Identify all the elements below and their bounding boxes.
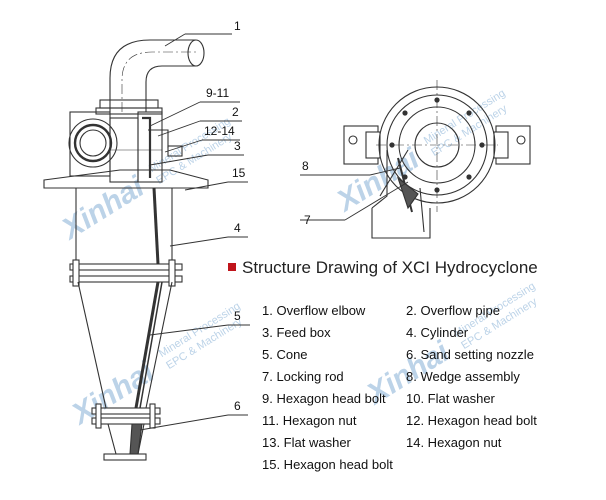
lower-flange [91, 403, 161, 429]
legend-item: 5. Cone [262, 347, 308, 362]
legend-item: 3. Feed box [262, 325, 331, 340]
legend-item: 15. Hexagon head bolt [262, 457, 393, 472]
watermark-3: Xinhai Mineral Processing EPC & Machiner… [65, 300, 245, 432]
callout-15: 15 [232, 166, 246, 180]
cone [77, 281, 173, 409]
legend-item: 2. Overflow pipe [406, 303, 500, 318]
watermark-brand: Xinhai [65, 355, 161, 432]
legend-item: 7. Locking rod [262, 369, 344, 384]
diagram-title: Structure Drawing of XCI Hydrocyclone [228, 258, 538, 278]
sand-nozzle [103, 423, 147, 461]
callout-4: 4 [234, 221, 241, 235]
legend-item: 12. Hexagon head bolt [406, 413, 537, 428]
legend-item: 11. Hexagon nut [262, 413, 357, 428]
callout-5: 5 [234, 309, 241, 323]
top-view [343, 80, 531, 239]
legend-item: 14. Hexagon nut [406, 435, 502, 450]
legend-item: 1. Overflow elbow [262, 303, 366, 318]
callout-1: 1 [234, 19, 241, 33]
parts-legend: 1. Overflow elbow 2. Overflow pipe 3. Fe… [262, 302, 602, 473]
overflow-elbow [95, 39, 205, 115]
legend-item: 8. Wedge assembly [406, 369, 520, 384]
callout-8: 8 [302, 159, 309, 173]
legend-item: 6. Sand setting nozzle [406, 347, 534, 362]
callout-9-11: 9-11 [206, 86, 229, 100]
callout-2: 2 [232, 105, 239, 119]
middle-flange [69, 259, 183, 287]
side-view [43, 39, 209, 461]
callout-3: 3 [234, 139, 241, 153]
title-bullet [228, 262, 236, 271]
diagram-title-text: Structure Drawing of XCI Hydrocyclone [242, 258, 538, 277]
cylinder [75, 187, 173, 265]
feed-box [68, 111, 183, 183]
watermark-2: Xinhai Mineral Processing EPC & Machiner… [330, 87, 510, 219]
callout-12-14: 12-14 [204, 124, 235, 138]
legend-item: 13. Flat washer [262, 435, 351, 450]
legend-item: 4. Cylinder [406, 325, 469, 340]
leader-lines [139, 33, 409, 431]
support-plate [43, 169, 209, 189]
callout-6: 6 [234, 399, 241, 413]
legend-item: 9. Hexagon head bolt [262, 391, 386, 406]
legend-item: 10. Flat washer [406, 391, 495, 406]
callout-7: 7 [304, 213, 311, 227]
